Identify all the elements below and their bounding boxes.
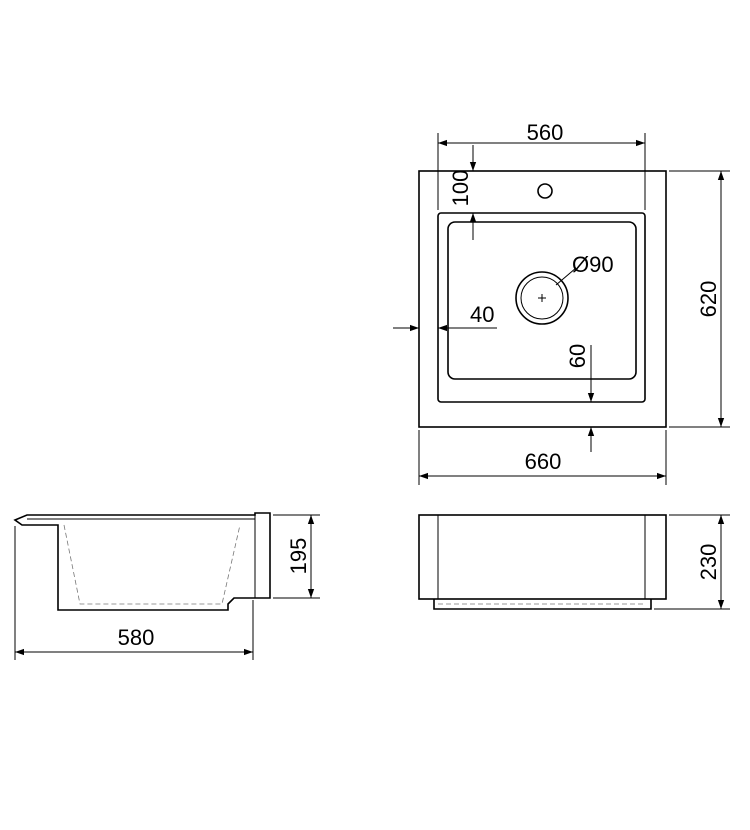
dimension-580: 580: [14, 526, 254, 660]
dim-label-230: 230: [696, 544, 721, 581]
dim-label-620: 620: [696, 281, 721, 318]
dimension-60: 60: [565, 344, 595, 452]
top-view: [418, 170, 667, 428]
dim-label-diameter: Ø90: [572, 252, 614, 277]
front-view-base: [433, 599, 652, 610]
dimension-195: 195: [273, 514, 320, 599]
front-view-body: [418, 514, 667, 600]
dimension-560: 560: [437, 120, 646, 210]
front-view: [418, 514, 667, 610]
tap-hole-icon: [537, 183, 553, 199]
drain-center-mark: [538, 294, 546, 302]
dimension-660: 660: [418, 430, 667, 485]
drain-inner-circle: [520, 276, 564, 320]
dim-label-40: 40: [470, 302, 494, 327]
dim-label-195: 195: [286, 538, 311, 575]
basin-rim-outline: [437, 212, 646, 403]
dimension-620: 620: [669, 170, 730, 428]
basin-inner-outline: [447, 221, 637, 380]
side-view-hidden-basin: [63, 524, 241, 605]
drain-outer-circle: [515, 271, 569, 325]
dim-label-560: 560: [527, 120, 564, 145]
side-view: [13, 512, 271, 611]
dim-label-60: 60: [565, 344, 590, 368]
dimension-230: 230: [654, 514, 730, 610]
top-view-outer-outline: [418, 170, 667, 428]
dim-label-580: 580: [118, 625, 155, 650]
dimension-100: 100: [448, 145, 477, 240]
dim-label-100: 100: [448, 170, 473, 207]
dim-label-660: 660: [525, 449, 562, 474]
dimension-diameter-90: Ø90: [555, 252, 614, 286]
dimension-40: 40: [393, 302, 497, 332]
